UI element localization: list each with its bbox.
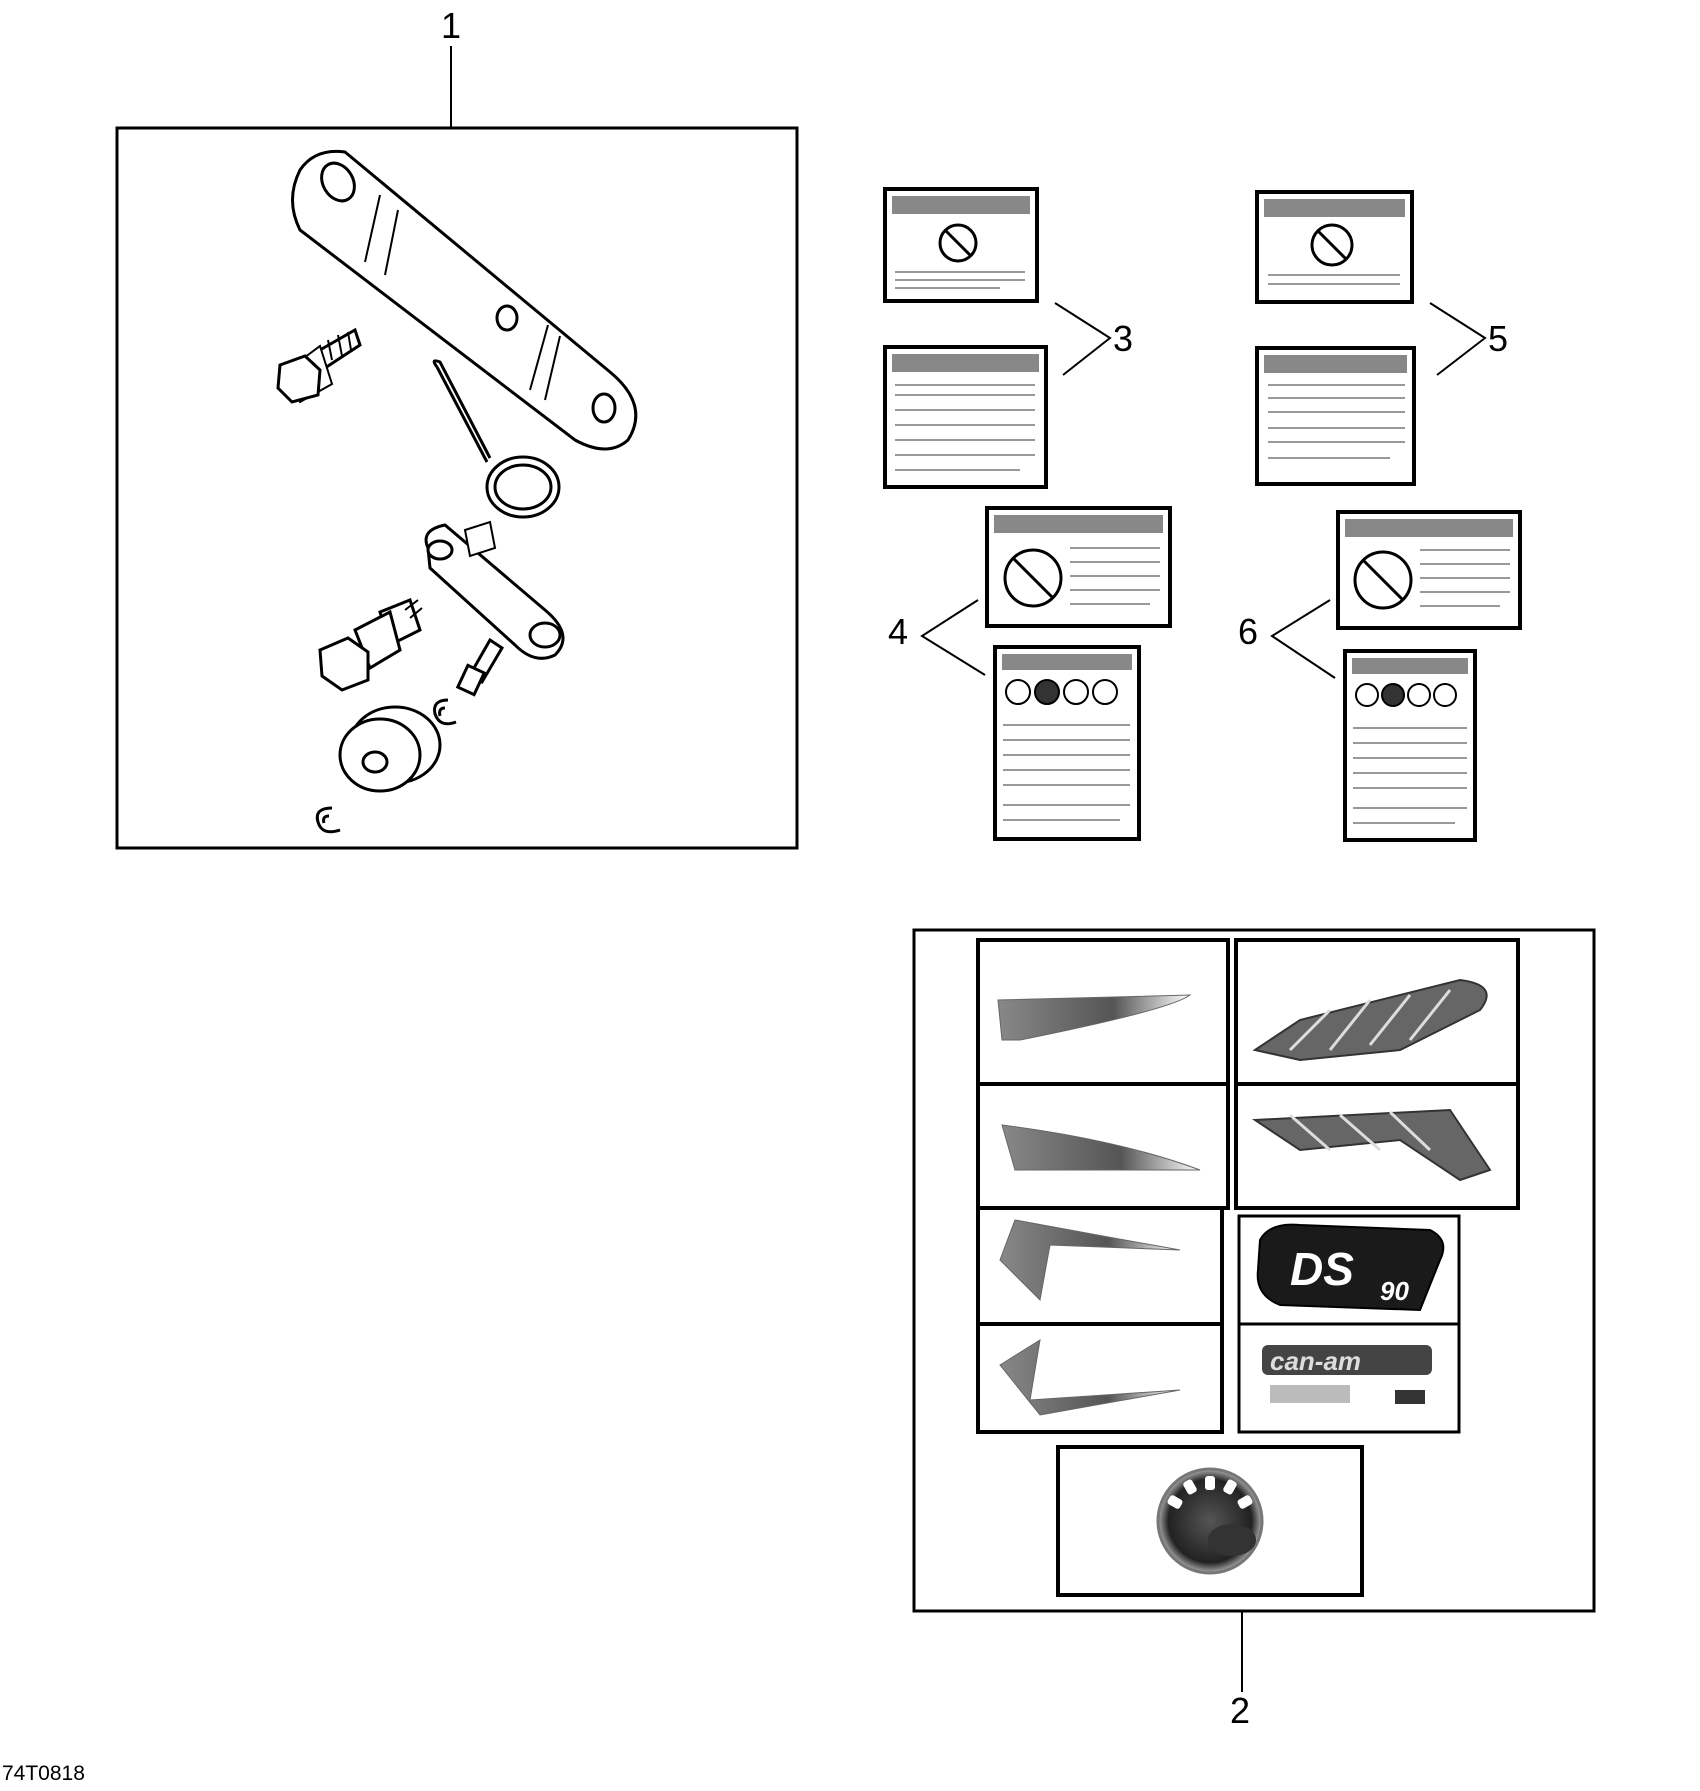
- callout-5: 5: [1488, 318, 1509, 359]
- e-clip-upper: [433, 698, 457, 726]
- label-set-6: [1270, 510, 1522, 842]
- flange-bolt-top: [276, 327, 362, 404]
- decal-canam-text: can-am: [1270, 1346, 1361, 1376]
- kit-1-box: [115, 126, 799, 850]
- callout-3: 3: [1113, 318, 1134, 359]
- roller-wheel: [338, 705, 442, 793]
- decal-canam-badge: [1237, 1322, 1461, 1434]
- label-set-5: [1255, 190, 1487, 486]
- decal-kit-box: [912, 928, 1596, 1613]
- figure-code: 74T0818: [2, 1762, 85, 1785]
- decal-kit-2-group: DS 90 can-am: [912, 928, 1596, 1692]
- e-clip-lower: [315, 806, 341, 834]
- callout-4: 4: [888, 611, 909, 652]
- callout-6: 6: [1238, 611, 1259, 652]
- decal-90-text: 90: [1380, 1276, 1409, 1306]
- callout-2: 2: [1230, 1690, 1251, 1731]
- kit-1-group: [115, 46, 799, 850]
- bracket-plate: [291, 149, 638, 451]
- label-set-4: [920, 506, 1172, 841]
- callout-1: 1: [441, 5, 462, 46]
- label-set-3: [883, 187, 1112, 489]
- shoulder-bolt: [318, 598, 423, 692]
- spring-clip: [432, 359, 561, 519]
- lever-arm: [424, 520, 565, 697]
- decal-ds-text: DS: [1290, 1243, 1354, 1295]
